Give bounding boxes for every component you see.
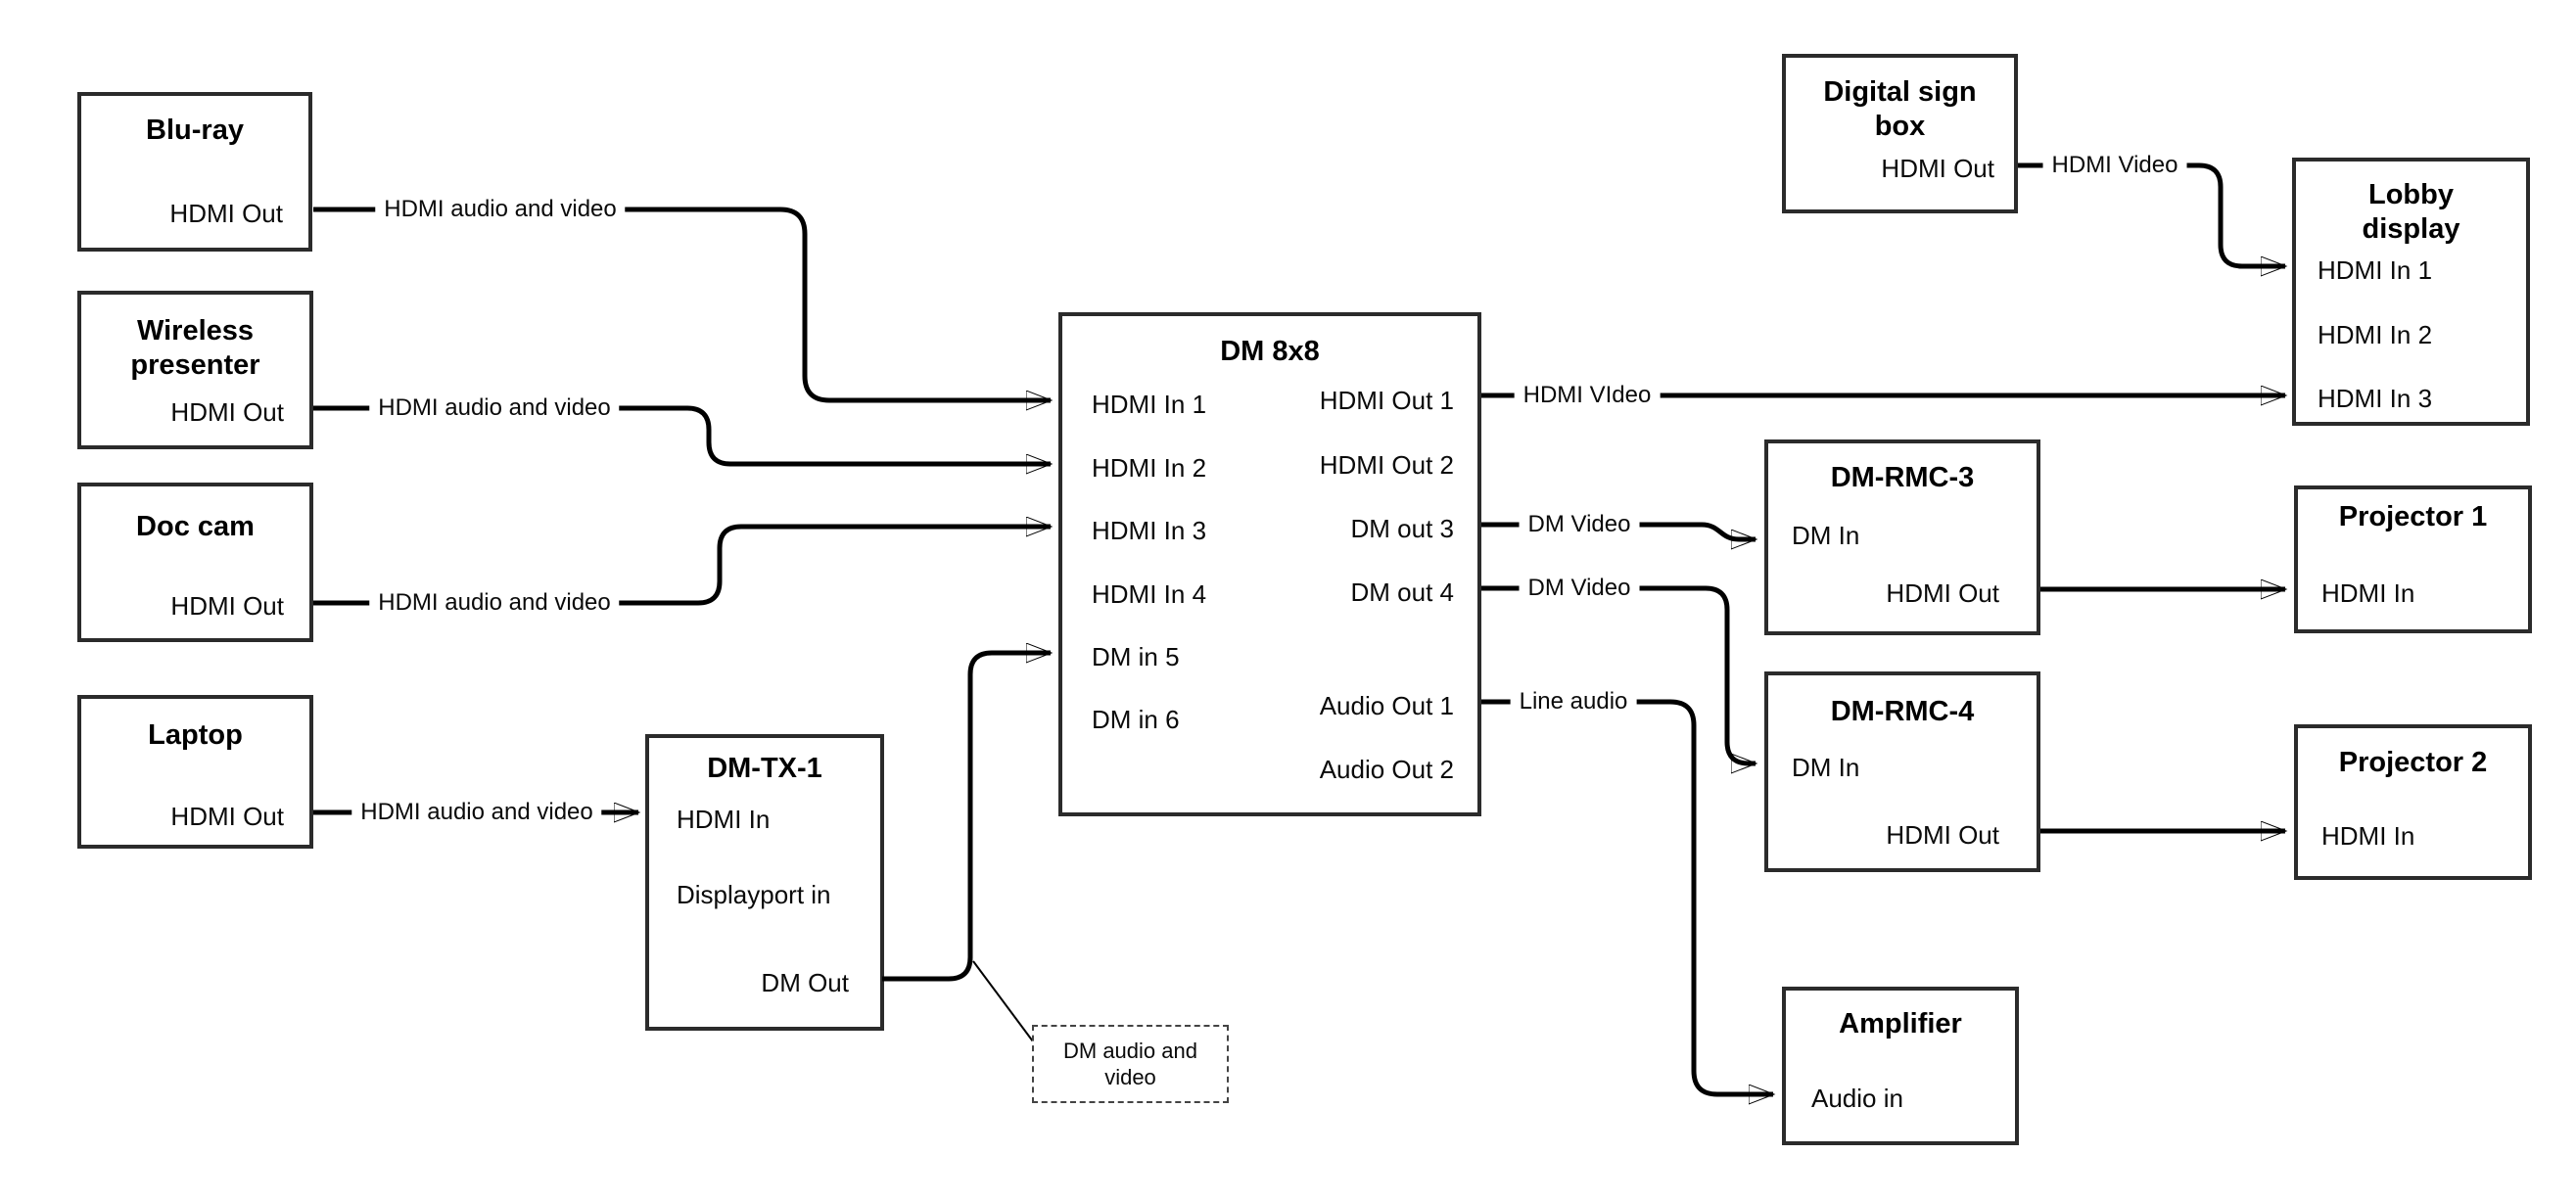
node-dm-8x8-title: DM 8x8 (1220, 336, 1320, 367)
callout-dm-audio-and-video: DM audio and video (1032, 1025, 1229, 1103)
node-bluray: Blu-ray HDMI Out (77, 92, 312, 252)
port-dm8x8-hdmi-out-2: HDMI Out 2 (1319, 450, 1454, 480)
node-dm-rmc-4-title: DM-RMC-4 (1830, 696, 1975, 727)
port-laptop-hdmi-out: HDMI Out (170, 802, 284, 831)
node-bluray-title: Blu-ray (146, 115, 244, 146)
port-dm8x8-audio-out-2: Audio Out 2 (1319, 755, 1454, 784)
port-dm8x8-dm-in-5: DM in 5 (1092, 642, 1180, 671)
node-dm-tx-1-title: DM-TX-1 (707, 753, 822, 784)
edge-label-wireless: HDMI audio and video (369, 394, 620, 422)
edge-dmtx1-dmout-to-dm8x8-in5 (882, 653, 1051, 982)
edge-digisign-to-lobby-in1 (2018, 162, 2285, 266)
node-dm-rmc-3: DM-RMC-3 DM In HDMI Out (1764, 439, 2040, 635)
edge-label-laptop: HDMI audio and video (351, 799, 602, 826)
port-lobby-hdmi-in-3: HDMI In 3 (2318, 384, 2433, 413)
port-lobby-hdmi-in-1: HDMI In 1 (2318, 255, 2433, 285)
edge-dm8x8-audio1-to-amp (1481, 699, 1773, 1094)
port-proj1-hdmi-in: HDMI In (2321, 578, 2415, 608)
edge-label-audio-out1: Line audio (1510, 688, 1637, 716)
port-doccam-hdmi-out: HDMI Out (170, 591, 284, 621)
node-digital-sign-box: Digital sign box HDMI Out (1782, 54, 2018, 213)
port-rmc4-dm-in: DM In (1792, 753, 1860, 782)
port-dm8x8-dm-in-6: DM in 6 (1092, 705, 1180, 734)
port-dm8x8-hdmi-in-4: HDMI In 4 (1092, 579, 1207, 609)
node-dm-rmc-3-title: DM-RMC-3 (1830, 462, 1975, 493)
edge-dm8x8-out4-to-rmc4-dmin (1481, 585, 1756, 763)
callout-leader-line (972, 960, 1034, 1042)
callout-text: DM audio and video (1063, 1039, 1197, 1089)
edge-label-dm-out4: DM Video (1519, 575, 1640, 602)
node-amplifier-title: Amplifier (1839, 1008, 1962, 1039)
port-amp-audio-in: Audio in (1811, 1084, 1903, 1113)
edge-label-digisign: HDMI Video (2042, 152, 2187, 179)
port-dm8x8-audio-out-1: Audio Out 1 (1319, 691, 1454, 720)
edge-bluray-to-dm8x8-in1 (313, 207, 1051, 400)
node-dm-tx-1: DM-TX-1 HDMI In Displayport in DM Out (645, 734, 884, 1031)
node-laptop: Laptop HDMI Out (77, 695, 313, 849)
node-dm-8x8: DM 8x8 HDMI In 1 HDMI In 2 HDMI In 3 HDM… (1058, 312, 1481, 816)
port-lobby-hdmi-in-2: HDMI In 2 (2318, 320, 2433, 349)
port-proj2-hdmi-in: HDMI In (2321, 821, 2415, 851)
port-rmc4-hdmi-out: HDMI Out (1886, 820, 1999, 850)
port-dm8x8-hdmi-out-1: HDMI Out 1 (1319, 386, 1454, 415)
port-dmtx1-displayport-in: Displayport in (677, 880, 831, 909)
port-dmtx1-hdmi-in: HDMI In (677, 805, 771, 834)
port-dm8x8-dm-out-4: DM out 4 (1350, 577, 1455, 607)
edge-label-bluray: HDMI audio and video (375, 196, 626, 223)
port-dm8x8-dm-out-3: DM out 3 (1350, 514, 1455, 543)
port-digisign-hdmi-out: HDMI Out (1881, 154, 1994, 183)
port-dmtx1-dm-out: DM Out (761, 968, 849, 997)
node-doc-cam-title: Doc cam (136, 511, 255, 542)
port-rmc3-dm-in: DM In (1792, 521, 1860, 550)
edge-label-hdmi-out1: HDMI VIdeo (1514, 382, 1661, 409)
node-projector-1-title: Projector 1 (2338, 501, 2488, 532)
port-bluray-hdmi-out: HDMI Out (169, 199, 283, 228)
port-wireless-hdmi-out: HDMI Out (170, 397, 284, 427)
node-digital-sign-box-title: Digital sign box (1823, 76, 1977, 142)
port-dm8x8-hdmi-in-2: HDMI In 2 (1092, 453, 1207, 483)
node-wireless-presenter-title: Wireless presenter (130, 315, 260, 381)
port-dm8x8-hdmi-in-1: HDMI In 1 (1092, 390, 1207, 419)
node-doc-cam: Doc cam HDMI Out (77, 483, 313, 642)
node-amplifier: Amplifier Audio in (1782, 987, 2019, 1145)
port-rmc3-hdmi-out: HDMI Out (1886, 578, 1999, 608)
edge-label-dm-out3: DM Video (1519, 511, 1640, 538)
node-laptop-title: Laptop (148, 719, 243, 751)
node-lobby-display: Lobby display HDMI In 1 HDMI In 2 HDMI I… (2292, 158, 2530, 426)
node-wireless-presenter: Wireless presenter HDMI Out (77, 291, 313, 449)
edge-label-doccam: HDMI audio and video (369, 589, 620, 617)
node-lobby-display-title: Lobby display (2362, 179, 2460, 245)
node-projector-1: Projector 1 HDMI In (2294, 485, 2532, 633)
node-projector-2-title: Projector 2 (2338, 747, 2488, 778)
node-projector-2: Projector 2 HDMI In (2294, 724, 2532, 880)
node-dm-rmc-4: DM-RMC-4 DM In HDMI Out (1764, 671, 2040, 872)
port-dm8x8-hdmi-in-3: HDMI In 3 (1092, 516, 1207, 545)
